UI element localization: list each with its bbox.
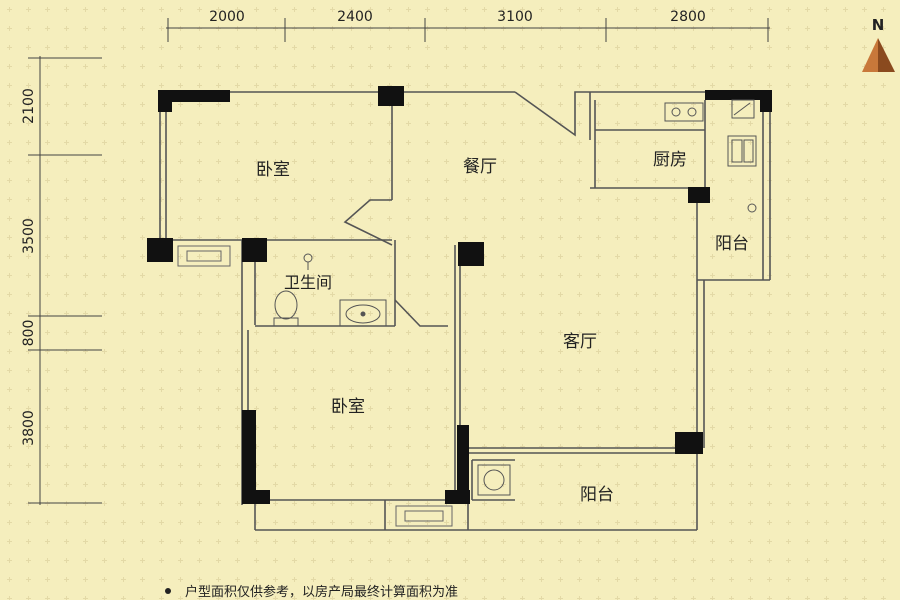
room-bedroom-top: 卧室	[256, 160, 290, 180]
room-balcony-small: 阳台	[715, 234, 749, 254]
room-bathroom: 卫生间	[284, 273, 332, 292]
room-kitchen: 厨房	[653, 150, 687, 170]
toilet-icon	[273, 290, 299, 327]
top-dim-2: 2400	[337, 9, 373, 25]
left-dim-2: 3500	[21, 218, 37, 254]
top-dim-1: 2000	[209, 9, 245, 25]
top-dim-4: 2800	[670, 9, 706, 25]
washer-icon	[477, 464, 511, 496]
left-dim-3: 800	[21, 320, 37, 347]
top-dimension-line	[166, 18, 770, 42]
washbasin-icon	[339, 299, 387, 327]
window-bedroom-top	[177, 245, 231, 267]
wall-columns	[147, 86, 772, 504]
stove-icon	[664, 102, 704, 122]
room-bedroom-bottom: 卧室	[331, 397, 365, 417]
left-dimension-line	[28, 56, 102, 505]
compass-label: N	[872, 16, 885, 34]
window-bedroom-bottom	[395, 505, 453, 527]
top-dim-3: 3100	[497, 9, 533, 25]
kitchen-sink-icon	[727, 135, 757, 167]
room-living: 客厅	[563, 332, 597, 352]
area-disclaimer: 户型面积仅供参考，以房产局最终计算面积为准	[185, 584, 458, 600]
balcony-drain-icon	[747, 203, 757, 213]
left-dim-1: 2100	[21, 88, 37, 124]
north-arrow-icon	[862, 38, 895, 72]
left-dim-4: 3800	[21, 410, 37, 446]
note-bullet-icon	[165, 588, 171, 594]
fridge-icon	[731, 99, 755, 119]
room-dining: 餐厅	[463, 157, 497, 177]
shower-icon	[303, 253, 313, 270]
room-balcony-large: 阳台	[580, 485, 614, 505]
